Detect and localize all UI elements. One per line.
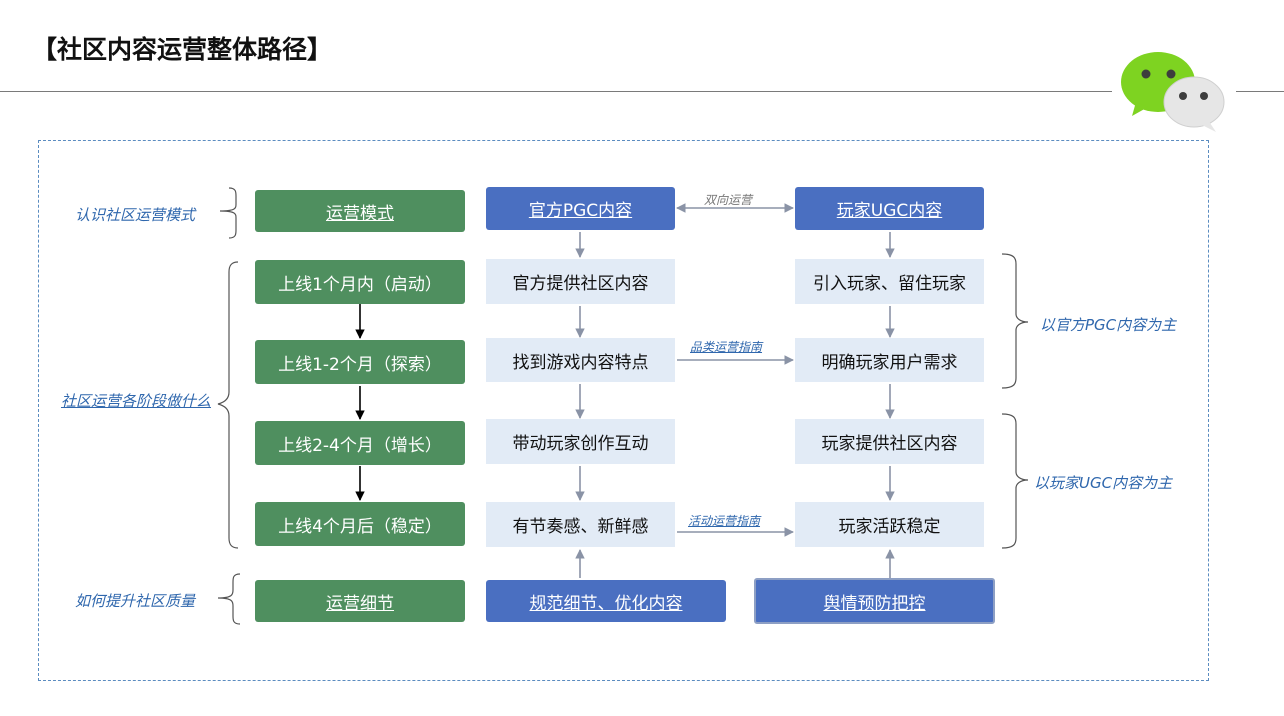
stage-launch-box: 上线1个月内（启动） (255, 260, 465, 304)
wechat-logo-icon (1121, 52, 1225, 132)
right-brackets (1001, 253, 1029, 549)
stage-explore-box: 上线1-2个月（探索） (255, 340, 465, 384)
ugc-footer-box[interactable]: 舆情预防把控 (754, 578, 995, 624)
flow-arrows (575, 203, 895, 578)
ugc-item-attract: 引入玩家、留住玩家 (795, 259, 984, 304)
stages-side-label[interactable]: 社区运营各阶段做什么 (60, 392, 211, 410)
pgc-header-box[interactable]: 官方PGC内容 (486, 187, 675, 230)
pgc-item-rhythm: 有节奏感、新鲜感 (486, 502, 675, 547)
pgc-item-features: 找到游戏内容特点 (486, 338, 675, 382)
pgc-item-interact: 带动玩家创作互动 (486, 419, 675, 464)
operation-detail-box[interactable]: 运营细节 (255, 580, 465, 622)
mode-side-label: 认识社区运营模式 (74, 206, 195, 224)
page-title: 【社区内容运营整体路径】 (32, 35, 333, 64)
pgc-item-provide: 官方提供社区内容 (486, 259, 675, 304)
pgc-footer-box[interactable]: 规范细节、优化内容 (486, 580, 726, 622)
stage-growth-box: 上线2-4个月（增长） (255, 421, 465, 465)
header-divider-right (1236, 91, 1284, 92)
ugc-main-label: 以玩家UGC内容为主 (1034, 474, 1173, 492)
header-divider-left (0, 91, 1112, 92)
ugc-header-box[interactable]: 玩家UGC内容 (795, 187, 984, 230)
left-brackets (217, 187, 241, 625)
category-guide-label[interactable]: 品类运营指南 (690, 340, 763, 354)
ugc-item-needs: 明确玩家用户需求 (795, 338, 984, 382)
quality-side-label: 如何提升社区质量 (74, 592, 195, 610)
pgc-main-label: 以官方PGC内容为主 (1040, 316, 1177, 334)
stage-stable-box: 上线4个月后（稳定） (255, 502, 465, 546)
ugc-item-provide: 玩家提供社区内容 (795, 419, 984, 464)
operation-mode-box[interactable]: 运营模式 (255, 190, 465, 232)
two-way-label: 双向运营 (704, 193, 753, 207)
ugc-item-active: 玩家活跃稳定 (795, 502, 984, 547)
activity-guide-label[interactable]: 活动运营指南 (688, 514, 761, 528)
diagram-frame (38, 140, 1209, 681)
